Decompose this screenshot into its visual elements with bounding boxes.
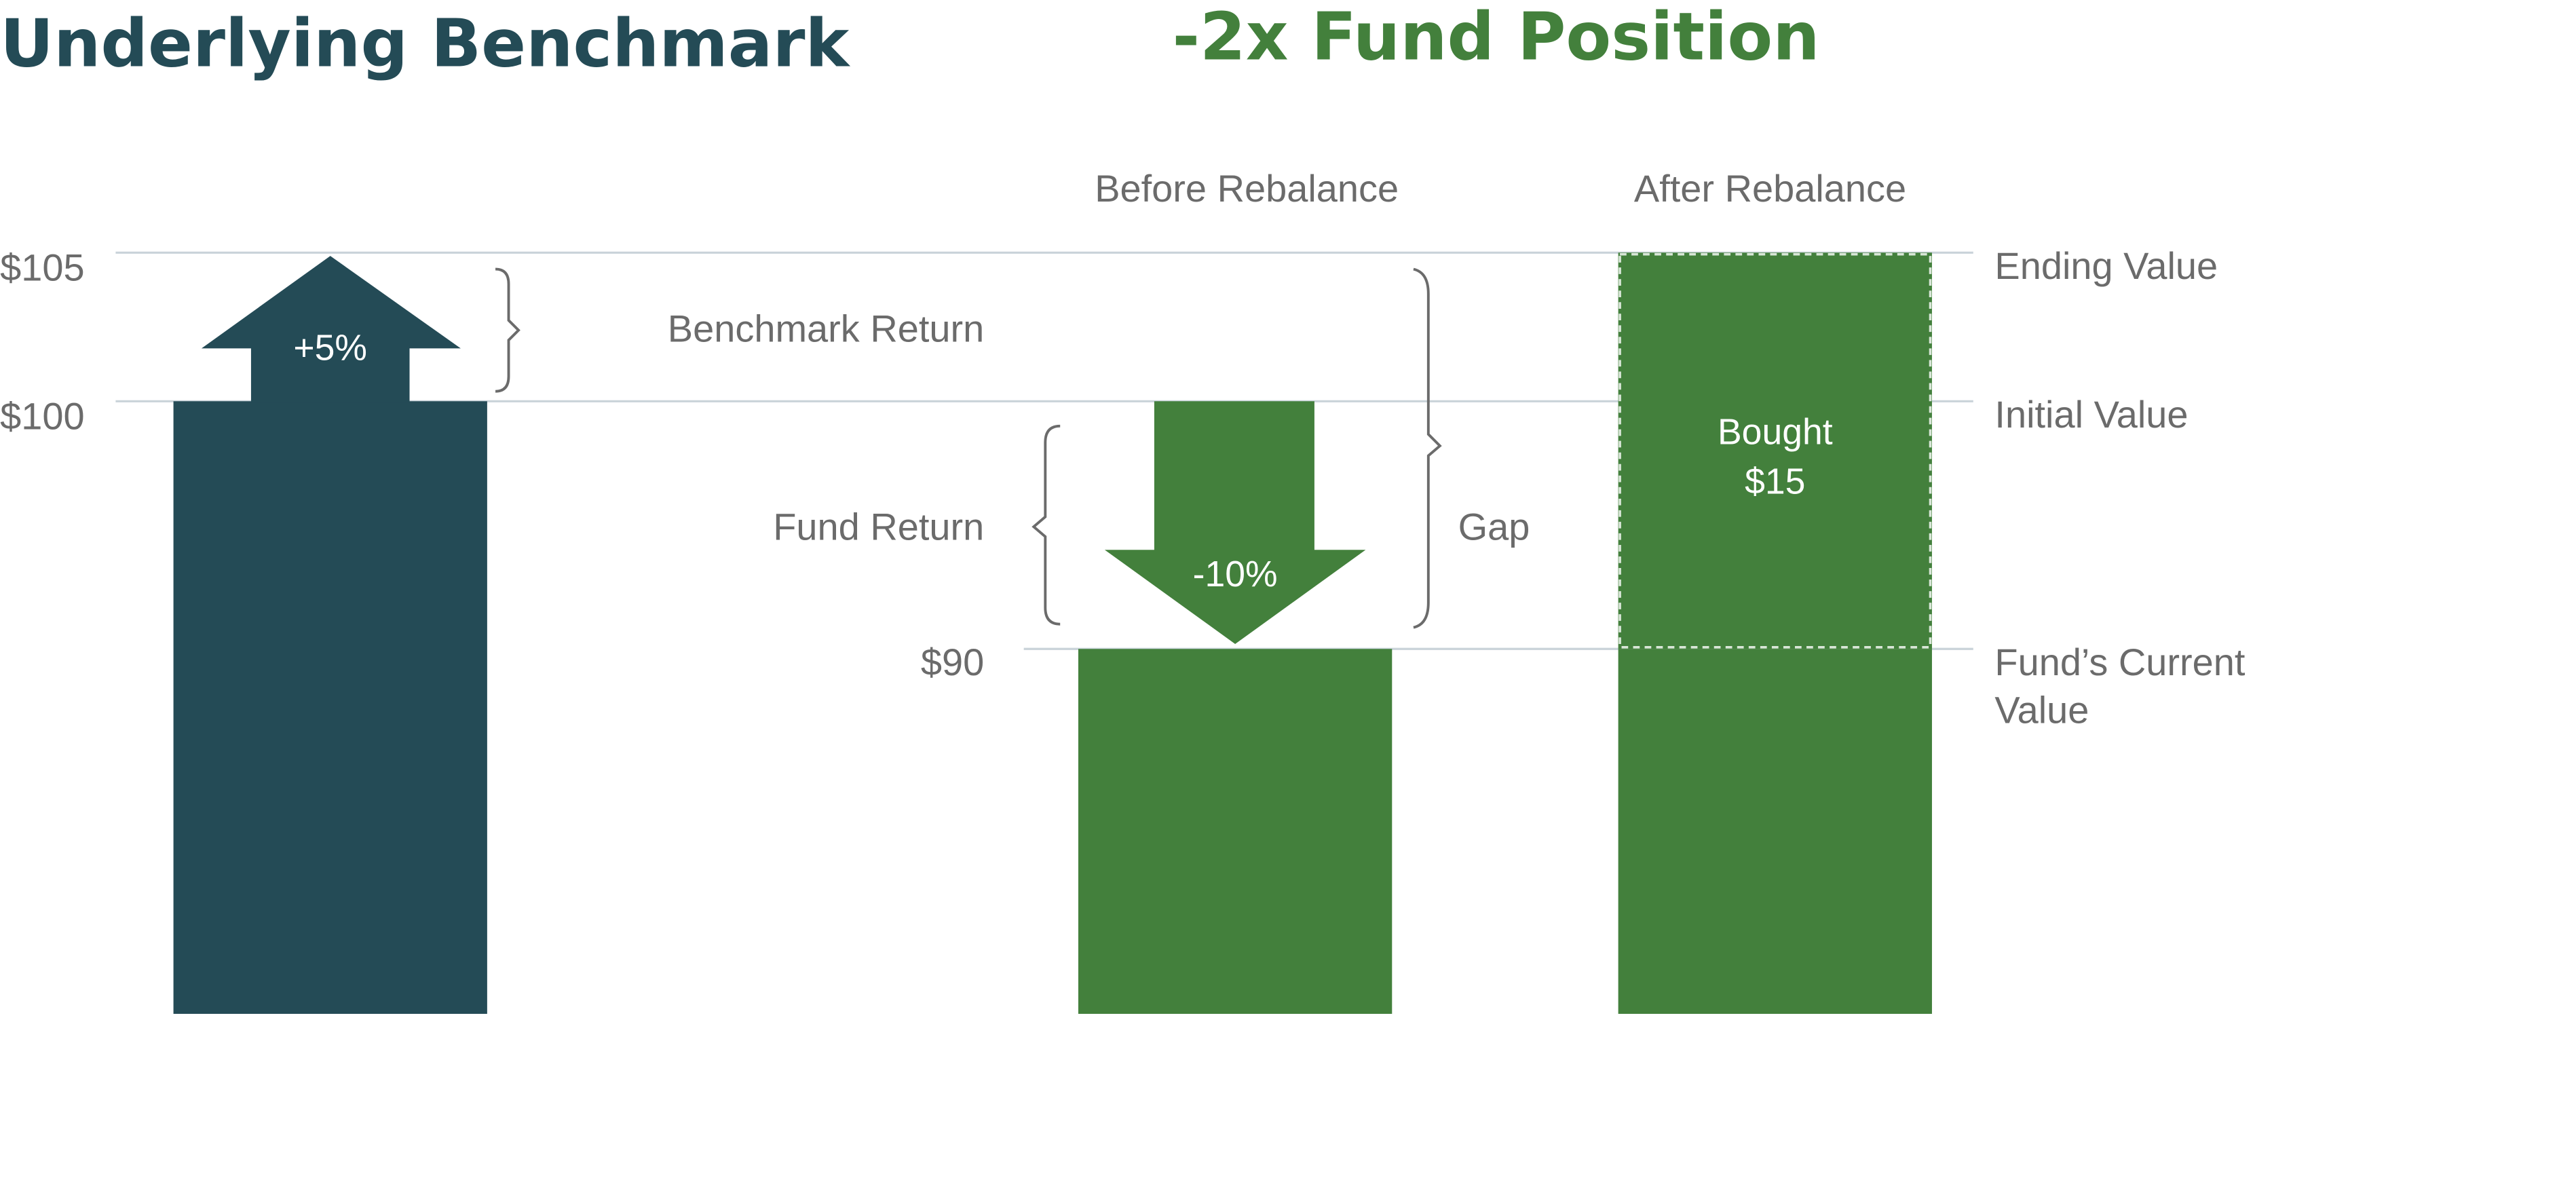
gap-brace <box>1413 267 1442 629</box>
axis-label-100: $100 <box>0 395 84 438</box>
fund-after-current-bar <box>1618 649 1932 1014</box>
benchmark-return-pct: +5% <box>293 328 367 368</box>
gap-label: Gap <box>1458 506 1530 548</box>
fund-return-brace <box>1031 424 1061 626</box>
title-underlying-benchmark: Underlying Benchmark <box>0 5 850 81</box>
fund-down-arrow <box>1104 401 1366 644</box>
bought-dashed-outline <box>1618 252 1932 649</box>
benchmark-bar <box>173 401 487 1014</box>
bought-amount: $15 <box>1745 462 1805 502</box>
axis-label-105: $105 <box>0 246 84 289</box>
title-fund-position: -2x Fund Position <box>1173 0 1820 75</box>
ending-value-label: Ending Value <box>1994 244 2218 287</box>
current-value-label-line2: Value <box>1994 689 2089 732</box>
benchmark-return-brace <box>495 267 520 393</box>
bought-label: Bought <box>1718 413 1833 453</box>
fund-after-bought-bar <box>1618 252 1932 649</box>
fund-return-pct: -10% <box>1193 554 1278 594</box>
benchmark-up-arrow <box>201 256 461 403</box>
column-after-rebalance: After Rebalance <box>1634 167 1906 210</box>
benchmark-return-label: Benchmark Return <box>668 307 984 350</box>
initial-value-label: Initial Value <box>1994 393 2188 436</box>
column-before-rebalance: Before Rebalance <box>1095 167 1399 210</box>
current-value-label-line1: Fund’s Current <box>1994 641 2246 683</box>
fund-return-label: Fund Return <box>773 506 984 548</box>
axis-label-90: $90 <box>921 641 984 683</box>
fund-before-bar <box>1078 649 1393 1014</box>
